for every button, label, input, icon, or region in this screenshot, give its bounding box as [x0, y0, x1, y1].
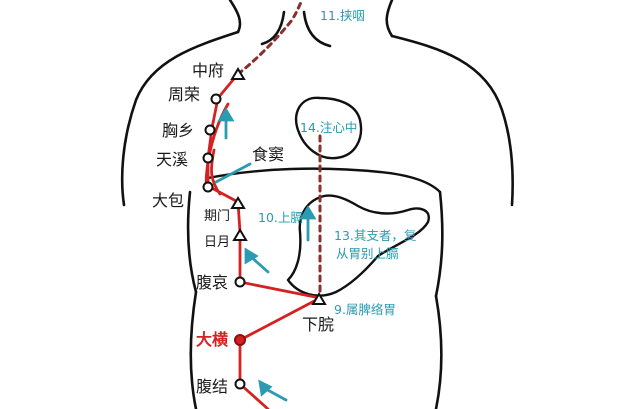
left-shoulder-line [120, 30, 240, 207]
arrow-diaphragm-head [299, 205, 317, 220]
note-9: 9.属脾络胃 [334, 302, 396, 317]
branch-to-throat [236, 0, 304, 76]
neck-right-line [385, 0, 394, 38]
marker-riyue [232, 228, 248, 241]
clavicle-right [302, 10, 332, 48]
arrow-fuai-head [244, 247, 259, 265]
note-11: 11.挟咽 [320, 8, 365, 23]
heart-outline [294, 96, 363, 160]
right-waist-line [434, 294, 443, 409]
torso-outline [120, 0, 514, 409]
branch-lines [236, 0, 322, 298]
meridian-lateral-curve [210, 148, 222, 196]
left-armpit-line [186, 190, 198, 294]
marker-zhourong [210, 93, 222, 105]
diaphragm-line [206, 167, 442, 194]
marker-dabao [202, 181, 214, 193]
marker-daheng [234, 334, 246, 346]
marker-tianxi [202, 152, 214, 164]
label-fuai: 腹哀 [196, 273, 228, 292]
meridian-upper-line [206, 72, 322, 409]
note-13-line1: 13.其支者，复 [334, 228, 417, 243]
label-fujie: 腹结 [196, 377, 228, 396]
arrow-chest-head [217, 107, 235, 122]
marker-xiawan [311, 292, 327, 305]
label-dabao: 大包 [152, 191, 184, 210]
label-zhongfu: 中府 [192, 61, 224, 80]
marker-fujie [234, 378, 246, 390]
marker-zhongfu [230, 67, 246, 80]
note-14: 14.注心中 [300, 120, 357, 135]
label-daheng: 大横 [196, 330, 229, 349]
marker-xiongxiang [204, 124, 216, 136]
label-riyue: 日月 [204, 235, 230, 250]
label-xiawan: 下脘 [302, 315, 334, 334]
label-tianxi: 天溪 [156, 150, 188, 169]
arrow-fujie-head [258, 379, 273, 397]
stomach-outline [286, 194, 430, 297]
label-xiongxiang: 胸乡 [162, 121, 194, 140]
note-10: 10.上膈 [258, 210, 303, 225]
label-zhourong: 周荣 [168, 85, 200, 104]
organs-outline [206, 96, 442, 297]
right-armpit-line [434, 190, 444, 298]
acupoint-markers [202, 67, 327, 390]
neck-left-line [228, 0, 242, 34]
label-qimen: 期门 [204, 209, 230, 224]
clavicle-left [260, 10, 286, 46]
left-waist-line [189, 290, 198, 409]
label-shidou: 食窦 [252, 145, 284, 164]
right-shoulder-line [390, 34, 514, 207]
arrow-to-shidou [214, 162, 252, 184]
marker-qimen [230, 196, 246, 209]
point-labels: 中府 周荣 胸乡 天溪 食窦 大包 期门 日月 腹哀 大横 腹结 下脘 [152, 61, 334, 396]
note-13-line2: 从胃别上膈 [336, 246, 399, 261]
flow-arrows [214, 107, 317, 402]
annotation-notes: 11.挟咽 14.注心中 10.上膈 13.其支者，复 从胃别上膈 9.属脾络胃 [258, 8, 417, 317]
marker-fuai [234, 276, 246, 288]
